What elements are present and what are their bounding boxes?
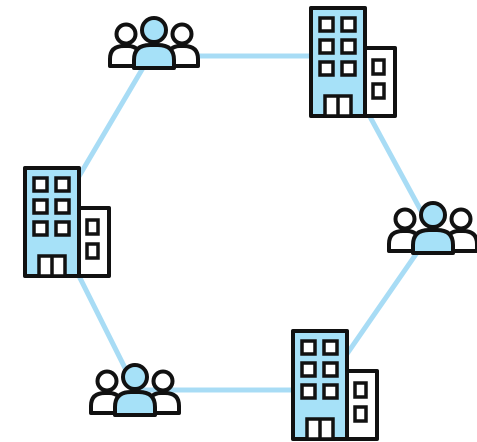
people-group-icon (89, 363, 181, 417)
node-building-top-right (309, 6, 397, 118)
office-building-icon (309, 6, 397, 118)
node-people-top-left (108, 16, 200, 70)
node-building-bottom-right (291, 329, 379, 441)
node-people-right (387, 201, 477, 255)
node-building-left (23, 166, 111, 278)
people-group-icon (387, 201, 477, 255)
node-people-bottom-left (89, 363, 181, 417)
office-building-icon (291, 329, 379, 441)
office-building-icon (23, 166, 111, 278)
people-group-icon (108, 16, 200, 70)
